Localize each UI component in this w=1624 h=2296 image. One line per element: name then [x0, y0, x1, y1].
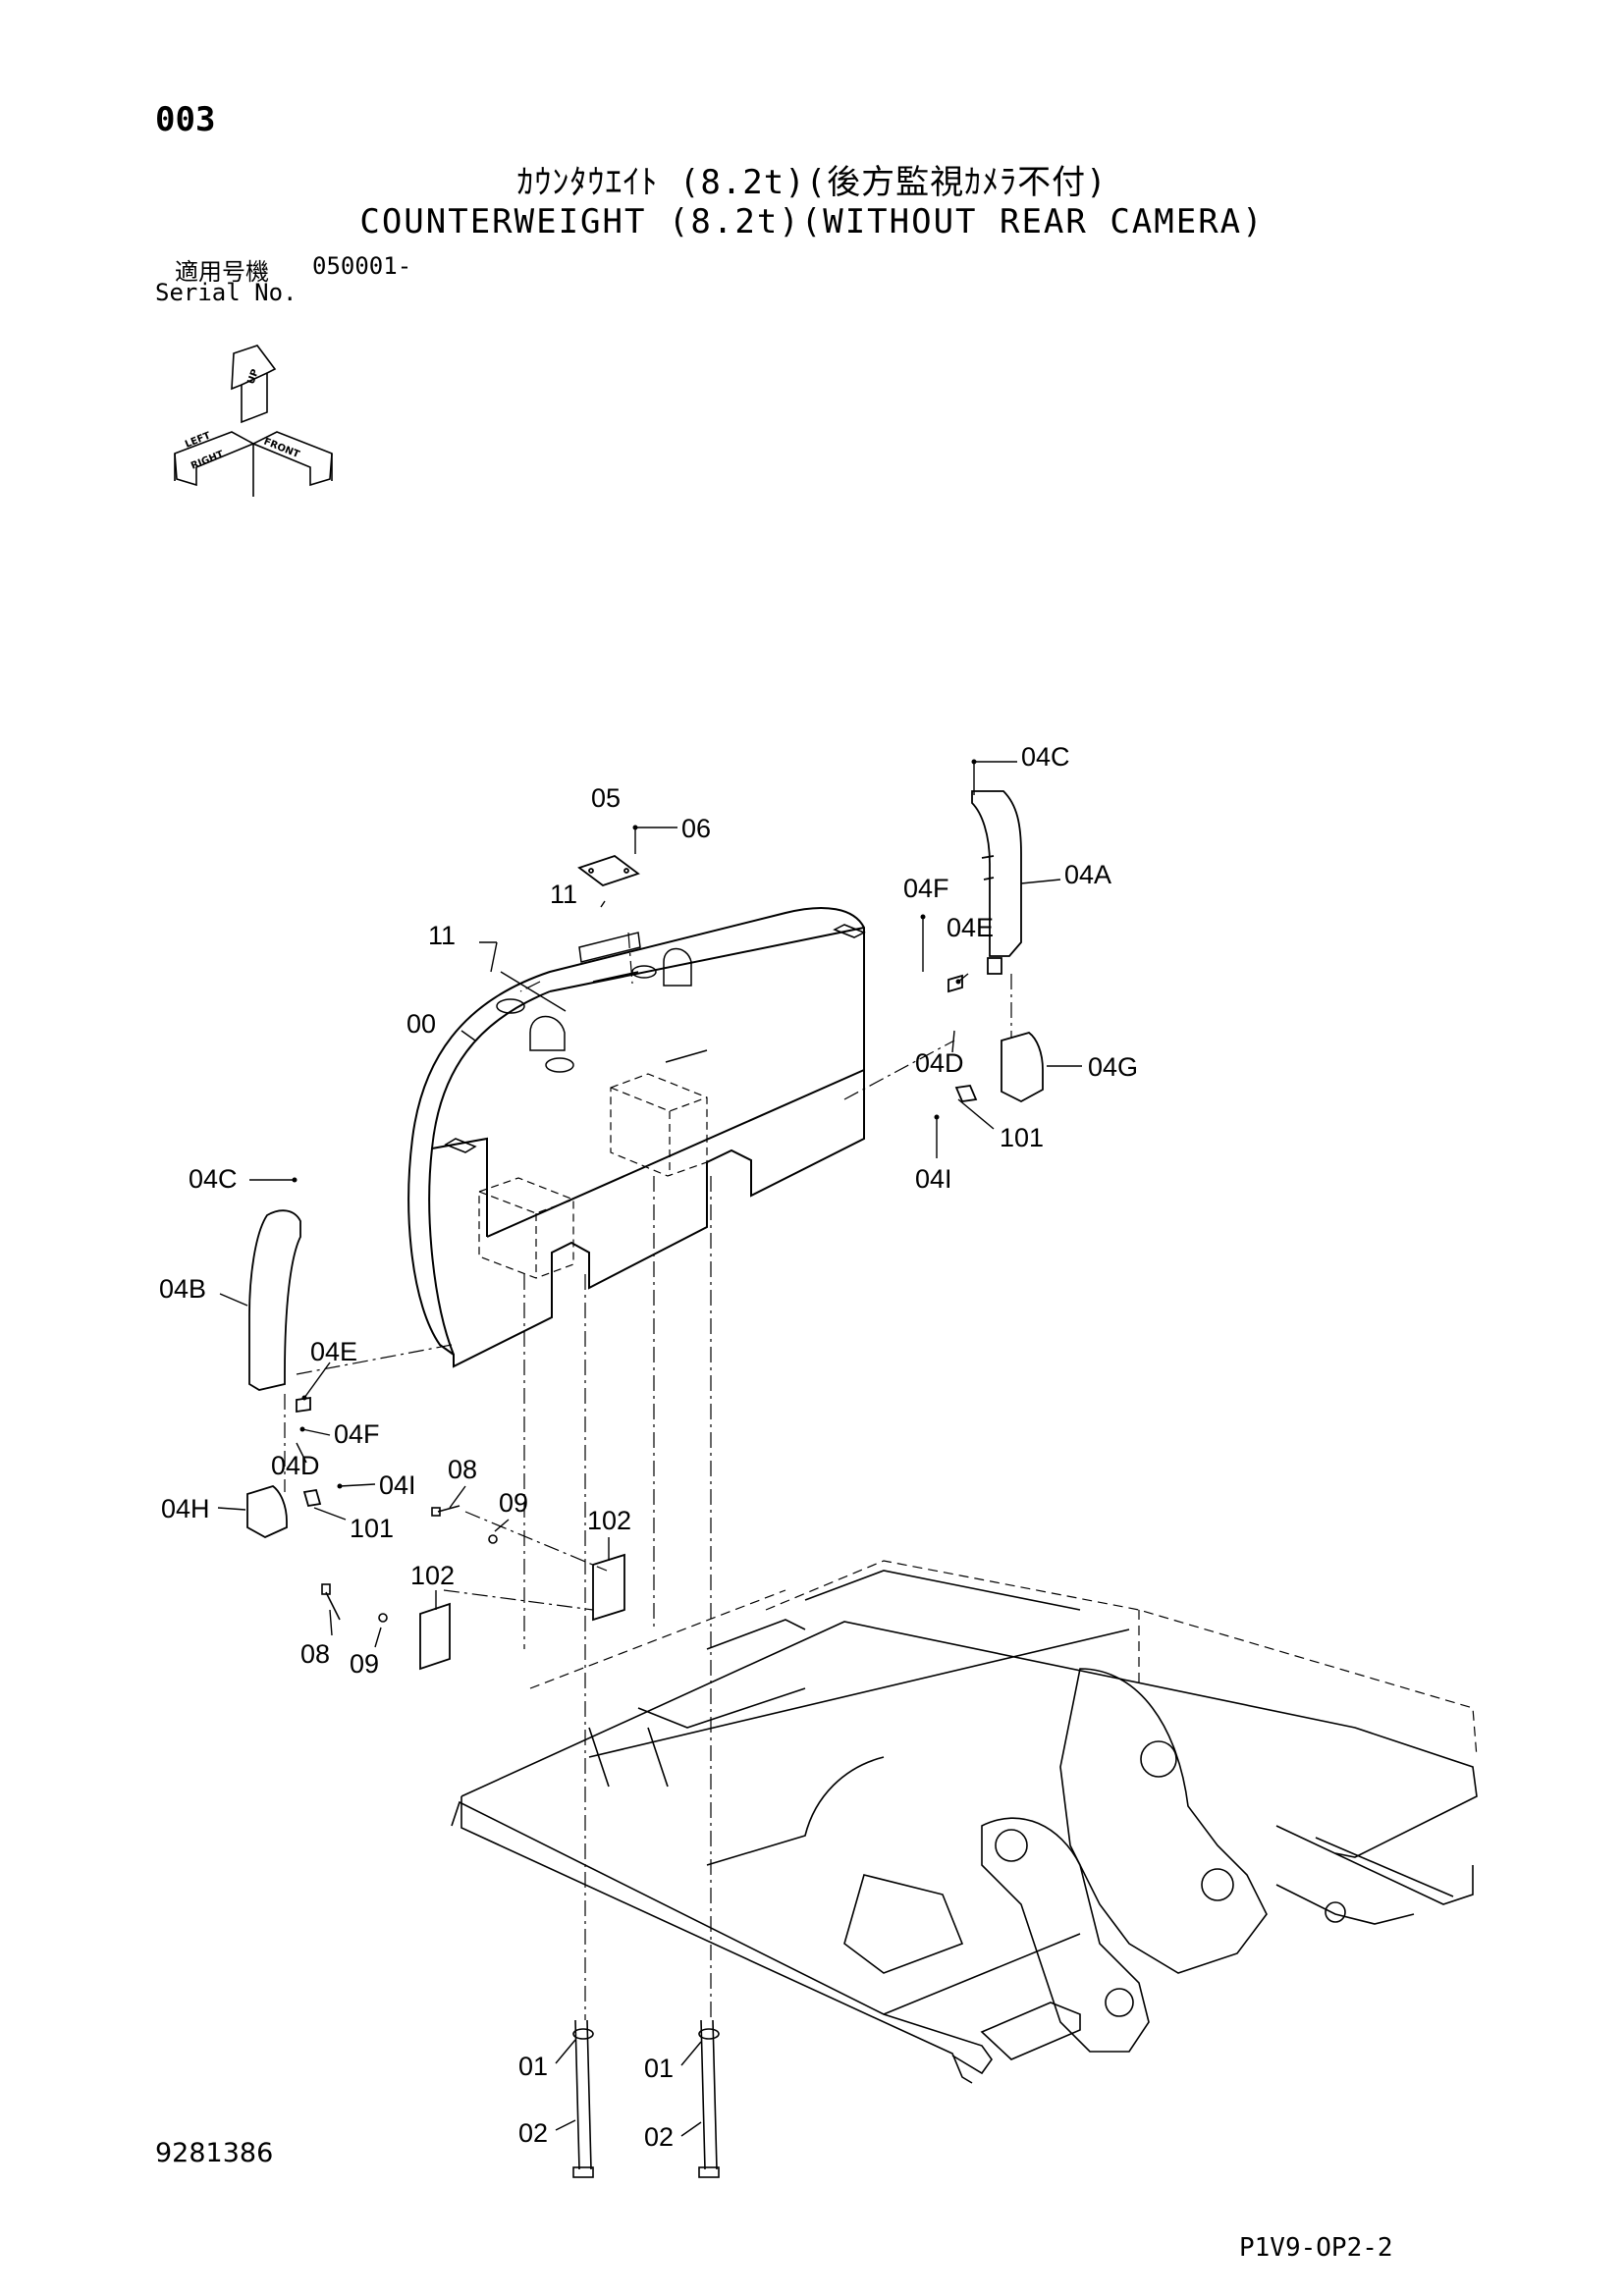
- callout-101-right: 101: [1000, 1123, 1044, 1152]
- callout-labels: 05 06 11 11 00 04C 04A 04F 04E 04D 04G 1…: [159, 742, 1138, 2152]
- orientation-left-label: LEFT: [184, 430, 212, 450]
- callout-06: 06: [681, 814, 711, 843]
- upper-frame: [451, 1570, 1478, 2084]
- callout-04D-right: 04D: [915, 1048, 964, 1078]
- shim-plates: [419, 1553, 625, 1671]
- cap-plate: [577, 854, 640, 887]
- callout-102-lower: 102: [410, 1561, 455, 1590]
- callout-04I-right: 04I: [915, 1164, 952, 1194]
- callout-04C-top: 04C: [1021, 742, 1070, 772]
- page-number: 003: [155, 100, 216, 139]
- side-cover-right: [947, 790, 1044, 1103]
- counterweight-details: [444, 924, 866, 1153]
- callout-04I-left: 04I: [379, 1470, 416, 1500]
- serial-value: 050001-: [312, 252, 412, 280]
- title-japanese: ｶｳﾝﾀｳｴｲﾄ (8.2t)(後方監視ｶﾒﾗ不付): [516, 163, 1108, 202]
- callout-04A: 04A: [1064, 860, 1111, 889]
- callout-102-upper: 102: [587, 1506, 631, 1535]
- orientation-up-label: UP: [245, 368, 261, 386]
- callout-04F-left: 04F: [334, 1419, 380, 1449]
- orientation-right-label: RIGHT: [189, 449, 226, 471]
- callout-11-left: 11: [428, 921, 456, 950]
- callout-08-upper: 08: [448, 1455, 477, 1484]
- orientation-indicator: UP LEFT RIGHT FRONT: [174, 345, 333, 497]
- callout-09-upper: 09: [499, 1488, 528, 1518]
- frame-hidden-lines: [529, 1560, 1478, 1758]
- fasteners: [321, 1505, 720, 2178]
- title-english: COUNTERWEIGHT (8.2t)(WITHOUT REAR CAMERA…: [359, 202, 1265, 241]
- callout-04E-right: 04E: [947, 913, 994, 942]
- counterweight-pockets: [478, 1073, 708, 1279]
- callout-101-left: 101: [350, 1514, 394, 1543]
- counterweight-body: [407, 907, 865, 1368]
- drawing-number: 9281386: [155, 2138, 274, 2168]
- callout-04B: 04B: [159, 1274, 206, 1304]
- serial-label-japanese: 適用号機: [175, 258, 269, 286]
- callout-01-left: 01: [518, 2052, 548, 2081]
- assembly-centre-lines: [284, 932, 1012, 2020]
- callout-09-lower: 09: [350, 1649, 379, 1679]
- callout-11-top: 11: [550, 880, 577, 909]
- callout-04G: 04G: [1088, 1052, 1138, 1082]
- callout-02-left: 02: [518, 2118, 548, 2148]
- sheet-reference: P1V9-OP2-2: [1239, 2233, 1393, 2263]
- callout-00: 00: [406, 1009, 436, 1039]
- callout-04C-left: 04C: [189, 1164, 238, 1194]
- serial-label-english: Serial No.: [155, 279, 298, 306]
- callout-02-right: 02: [644, 2122, 674, 2152]
- callout-04H: 04H: [161, 1494, 210, 1523]
- callout-leader-dots: [292, 759, 977, 1489]
- callout-04F-right: 04F: [903, 874, 949, 903]
- callout-04D-left: 04D: [271, 1451, 320, 1480]
- callout-leaders: [217, 761, 1082, 2137]
- callout-05: 05: [591, 783, 621, 813]
- callout-01-right: 01: [644, 2054, 674, 2083]
- orientation-front-label: FRONT: [262, 437, 301, 461]
- callout-08-lower: 08: [300, 1639, 330, 1669]
- callout-04E-left: 04E: [310, 1337, 357, 1366]
- side-cover-left: [246, 1209, 322, 1539]
